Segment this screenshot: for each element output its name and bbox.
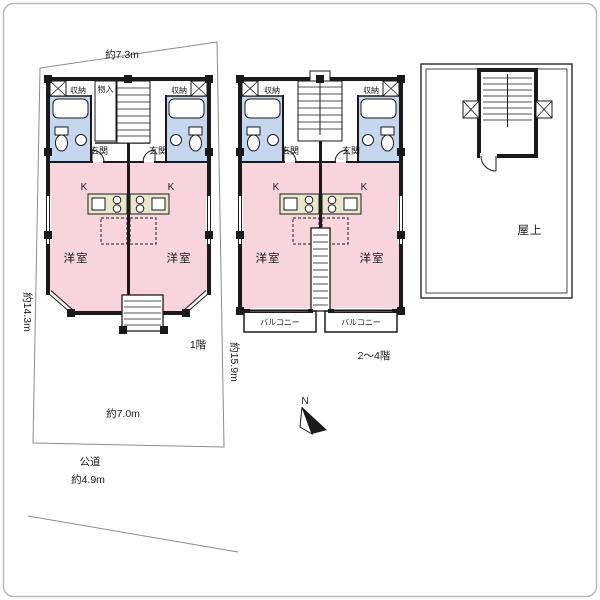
bathtub-icon [168,98,205,119]
dim-top-width: 約7.3m [105,48,139,61]
floor1-entrance-right-label: 玄関 [149,145,167,156]
roof-closet-right-box [535,100,553,119]
floors2to4-room-right-label: 洋室 [360,251,385,265]
floors2to4-closet-right-box [382,80,400,97]
toilet-tank-icon [188,126,203,136]
road-line [27,515,239,553]
fridge-space [100,217,128,245]
bathtub-icon [360,98,397,119]
floors2to4-entrance-left-label: 玄関 [281,145,299,156]
dim-center-height: 約15.9m [228,342,241,382]
north-label: N [301,396,308,407]
toilet-bowl-icon [189,134,202,152]
toilet-tank-icon [54,126,69,136]
dim-bottom-width: 約7.0m [106,407,140,420]
floors2to4-closet-left-label: 収納 [264,85,280,95]
floor1-room-right-label: 洋室 [167,251,192,265]
sink-icon [362,134,374,146]
floor1-caption: 1階 [190,339,207,351]
roof-plan: 屋上 [420,63,573,299]
burner-icon [112,195,122,205]
bathtub-icon [244,98,281,119]
floors2to4-closet-left-box [241,80,259,97]
floor1-plan: 収納 収納 物入 玄関 玄関 K K 洋室 洋室 1階 [44,75,213,351]
site-outline [32,41,225,448]
burner-icon [327,204,337,213]
sink-icon [170,134,182,146]
kitchen-sink-icon [91,197,106,211]
floors2to4-entrance-right-label: 玄関 [342,145,360,156]
floor1-closet-left-box [49,80,67,97]
burner-icon [112,204,122,213]
road-name-label: 公道 [80,455,101,468]
floor1-entrance-left-label: 玄関 [90,145,108,156]
floor1-closet-right-box [190,80,208,97]
fridge-space [292,217,320,245]
floors2to4-balconies [243,310,398,333]
floors2to4-kitchen-right-label: K [361,182,368,193]
roof-caption: 屋上 [518,224,543,237]
burner-icon [135,195,145,205]
floors2to4-closet-right-label: 収納 [363,85,379,95]
burner-icon [327,195,337,205]
bathtub-icon [52,98,89,119]
floor1-entry-doors [91,149,156,163]
dimension-labels: 約7.3m 約14.3m 約15.9m 約7.0m 公道 約4.9m [21,48,241,486]
kitchen-sink-icon [151,197,166,211]
toilet-bowl-icon [381,134,394,152]
roof-stairs [483,74,532,127]
burner-icon [304,195,314,205]
roof-parapet-outer [420,63,573,299]
roof-door [480,153,497,172]
burner-icon [135,204,145,213]
road-width-label: 約4.9m [71,473,105,486]
floors2to4-pillars [236,75,405,315]
floor1-rear-steps [119,294,168,334]
floor1-kitchen-right-label: K [168,182,175,193]
floor1-stairs [116,80,151,144]
floors2to4-plan: 収納 収納 玄関 玄関 K K 洋室 洋室 バルコニー バルコニー 2〜4階 [236,70,405,362]
compass: N [299,396,327,436]
floor1-bath-fixtures [52,98,205,152]
floors2to4-caption: 2〜4階 [358,350,391,362]
toilet-tank-icon [246,126,261,136]
kitchen-sink-icon [283,197,298,211]
floor1-kitchen-counters [87,193,170,245]
floors2to4-bath-fixtures [244,98,397,152]
floors2to4-balcony-right-label: バルコニー [341,318,381,327]
dim-left-height: 約14.3m [21,292,34,332]
fridge-space [129,217,157,245]
north-arrow-icon [302,407,327,434]
sink-icon [267,134,279,146]
floors2to4-kitchen-left-label: K [273,182,280,193]
north-arrow-icon [299,406,313,436]
floor1-closet-right-label: 収納 [171,85,187,95]
floors2to4-kitchen-counters [279,193,362,245]
kitchen-sink-icon [343,197,358,211]
toilet-tank-icon [380,126,395,136]
floors2to4-balcony-left-label: バルコニー [260,318,300,327]
sink-icon [75,134,87,146]
floors2to4-stairs [297,80,343,142]
floor1-kitchen-left-label: K [81,182,88,193]
toilet-bowl-icon [55,134,68,152]
floors2to4-shaft [310,227,331,312]
site-boundary [27,41,239,553]
floor1-cupboard-label: 物入 [98,84,114,94]
floors2to4-room-left-label: 洋室 [256,251,281,265]
burner-icon [304,204,314,213]
roof-closet-left-box [462,100,480,119]
floor1-closet-left-label: 収納 [70,85,86,95]
floor1-room-left-label: 洋室 [64,251,89,265]
floor1-pillars [44,75,213,317]
floors2to4-entry-doors [283,149,348,163]
toilet-bowl-icon [247,134,260,152]
